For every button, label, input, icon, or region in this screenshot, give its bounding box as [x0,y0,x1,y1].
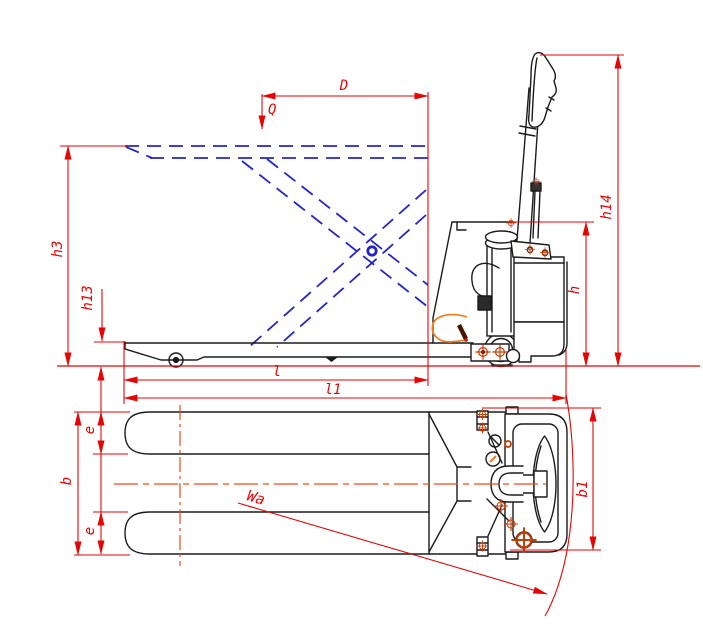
side-view-truck [124,51,568,368]
fork-roller [168,352,184,368]
scissor-pivot [366,245,378,257]
dimension-e-upper [93,411,128,512]
label-h13: h13 [80,285,96,310]
label-l: l [273,364,281,380]
label-b: b [59,477,75,485]
dimension-D [261,92,429,386]
dimension-labels: D Q h3 h13 h14 h l l1 b e e b1 Wa [50,78,615,535]
cable-plug [456,323,469,341]
dimension-l [123,341,429,404]
chassis-slope [432,221,453,344]
motor-block [477,295,492,311]
label-e-lower: e [82,527,98,535]
pivot-markers [474,176,551,554]
dimension-b1 [482,407,601,551]
label-Wa: Wa [245,487,267,509]
body-skirt [513,321,565,363]
hydraulic-hose [471,262,500,298]
dimension-h13 [94,289,126,412]
cable-loop [431,313,469,343]
plan-view-truck [124,406,568,560]
dimension-h [512,221,594,367]
dimension-e-lower [93,511,128,555]
label-h3: h3 [50,241,66,258]
label-l1: l1 [325,382,342,398]
label-e-upper: e [82,426,98,434]
dimension-h14 [540,54,624,367]
label-Q: Q [268,102,276,118]
raised-fork-lift-profile [125,145,429,348]
lower-fork [124,511,430,555]
turning-radius-arc [544,393,574,617]
tiller-bracket [510,240,552,260]
dimension-Wa [237,393,574,617]
piston-rod [532,190,541,239]
support-roller [505,348,521,364]
accent-details [431,313,512,463]
dimension-h3 [60,145,127,367]
label-h14: h14 [599,194,615,219]
carriage-funnel [428,413,472,553]
centerlines [114,405,546,566]
label-D: D [339,78,348,94]
upper-fork [124,411,430,455]
linkage-mark [325,357,338,362]
label-h: h [567,286,583,294]
label-b1: b1 [575,481,591,498]
battery-box [513,256,565,323]
dimension-lines [57,54,700,617]
